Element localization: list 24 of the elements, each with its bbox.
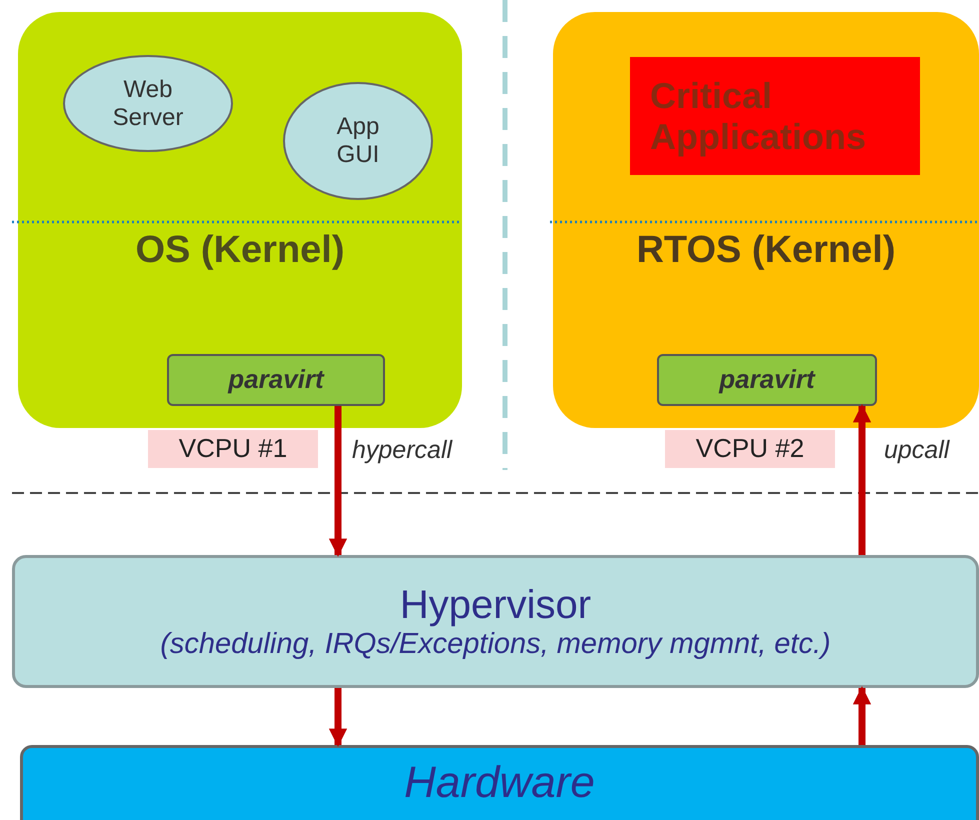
critical-applications-box: [630, 57, 920, 175]
arrow: [852, 404, 872, 555]
arrow: [852, 686, 872, 745]
node-title: App GUI: [336, 113, 380, 169]
arrow: [328, 688, 348, 747]
paravirt-box: [167, 354, 385, 406]
node-title: RTOS (Kernel): [635, 229, 896, 273]
vcpu-label: [148, 430, 318, 468]
node-title: Hardware: [404, 758, 595, 808]
vcpu-label: [665, 430, 835, 468]
node-title: VCPU #2: [696, 434, 804, 464]
node-title: Critical Applications: [650, 74, 868, 158]
node-subtitle: (scheduling, IRQs/Exceptions, memory mgmnt, etc.): [160, 628, 831, 662]
rtos-kernel-panel: [553, 12, 979, 428]
node-title: Hypervisor: [400, 582, 592, 628]
node-title: paravirt: [228, 365, 324, 395]
arrow: [328, 406, 348, 557]
paravirt-box: [657, 354, 877, 406]
node-title: OS (Kernel): [134, 229, 346, 273]
hardware-box: [20, 745, 979, 820]
node-title: Web Server: [112, 76, 184, 132]
hypervisor-box: [12, 555, 979, 688]
node-title: VCPU #1: [178, 434, 288, 464]
node-title: paravirt: [719, 365, 815, 395]
